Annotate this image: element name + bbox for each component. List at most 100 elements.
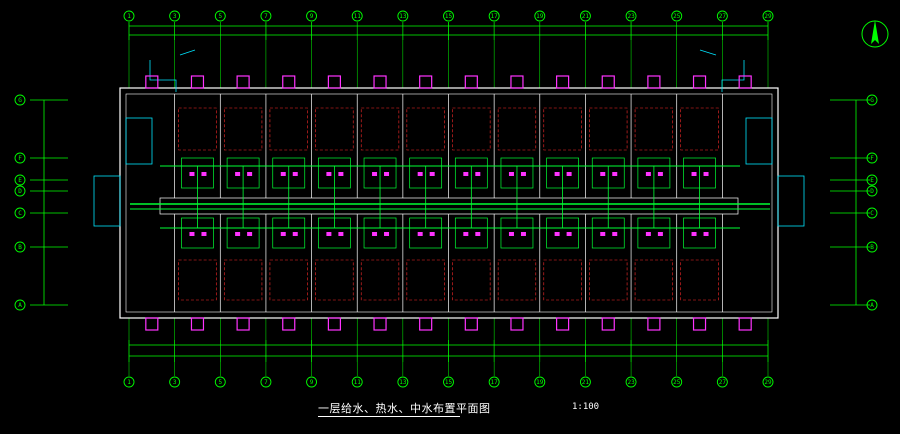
window-fixture [327, 317, 341, 331]
bathroom-block [181, 217, 214, 249]
row-axis-bubble [14, 241, 26, 253]
column-axis-label: 27 [719, 13, 727, 20]
column-axis-bubble [351, 376, 363, 388]
column-axis-label: 15 [445, 13, 453, 20]
column-axis-bubble [169, 376, 181, 388]
window-fixture [647, 75, 661, 89]
sanitary-fixture [292, 232, 298, 236]
row-axis-bubble [866, 299, 878, 311]
exterior-wall [119, 87, 779, 319]
row-axis-bubble [866, 174, 878, 186]
sanitary-fixture [326, 172, 332, 176]
room-outline-red [315, 107, 354, 151]
sanitary-fixture [189, 232, 195, 236]
column-axis-bubble [671, 376, 683, 388]
interior-wall [125, 93, 773, 313]
sanitary-fixture [292, 172, 298, 176]
window-fixture [327, 75, 341, 89]
stair-right [745, 117, 773, 165]
sanitary-fixture [475, 172, 481, 176]
window-fixture [510, 317, 524, 331]
drawing-scale: 1:100 [572, 402, 600, 412]
bathroom-block [637, 217, 671, 249]
column-axis-label: 11 [354, 13, 362, 20]
row-axis-bubble [866, 185, 878, 197]
column-axis-label: 29 [764, 13, 772, 20]
column-axis-label: 21 [582, 379, 590, 386]
column-axis-label: 17 [491, 379, 499, 386]
column-axis-label: 19 [536, 379, 544, 386]
sanitary-fixture [280, 172, 286, 176]
sanitary-fixture [429, 232, 435, 236]
sanitary-fixture [566, 232, 572, 236]
column-axis-bubble [716, 10, 728, 22]
room-outline-red [497, 259, 537, 301]
room-outline-red [406, 107, 445, 151]
window-fixture [601, 75, 615, 89]
sanitary-fixture [645, 172, 651, 176]
room-outline-red [315, 259, 354, 301]
window-fixture [738, 75, 752, 89]
row-axis-label: E [18, 177, 22, 184]
sanitary-fixture [417, 232, 423, 236]
sanitary-fixture [475, 232, 481, 236]
column-axis-label: 1 [127, 13, 131, 20]
axis-grid-lines [128, 22, 769, 376]
column-axis-bubble [214, 376, 226, 388]
pipe-network [130, 49, 770, 249]
sanitary-fixture [520, 172, 526, 176]
row-axis-label: F [870, 155, 874, 162]
sanitary-fixture [417, 172, 423, 176]
window-fixture [601, 317, 615, 331]
row-axis-bubble [14, 174, 26, 186]
room-outline-red [360, 259, 400, 301]
stair-left [125, 117, 153, 165]
bathroom-block [500, 217, 534, 249]
bathroom-block [363, 217, 397, 249]
column-axis-label: 7 [264, 379, 268, 386]
sanitary-fixture [554, 232, 560, 236]
window-fixture [145, 317, 159, 331]
sanitary-fixture [326, 232, 332, 236]
column-axis-label: 9 [310, 13, 314, 20]
column-axis-bubble [716, 376, 728, 388]
sanitary-fixture [566, 172, 572, 176]
window-fixture [282, 75, 296, 89]
entrance-left [93, 175, 121, 227]
row-axis-bubble [866, 152, 878, 164]
bathroom-block [318, 157, 351, 189]
row-axis-label: G [870, 97, 874, 104]
sanitary-fixture [520, 232, 526, 236]
sanitary-fixture [657, 232, 663, 236]
column-axis-bubble [123, 10, 135, 22]
bathroom-block [683, 157, 716, 189]
sanitary-fixtures [145, 75, 752, 331]
row-axis-bubble [866, 241, 878, 253]
column-axis-label: 27 [719, 379, 727, 386]
room-outline-red [452, 259, 491, 301]
bathroom-block [409, 157, 443, 189]
sanitary-fixture [554, 172, 560, 176]
sanitary-fixture [384, 172, 390, 176]
sanitary-fixture [657, 172, 663, 176]
column-axis-bubble [488, 376, 500, 388]
room-outline-red [634, 107, 674, 151]
column-axis-bubble [625, 10, 637, 22]
sanitary-fixture [612, 232, 618, 236]
bathroom-block [272, 217, 306, 249]
window-fixture [236, 317, 250, 331]
row-axis-label: A [870, 302, 874, 309]
sanitary-fixture [703, 172, 709, 176]
window-fixture [464, 317, 478, 331]
column-axis-label: 17 [491, 13, 499, 20]
window-fixture [282, 317, 296, 331]
sanitary-fixture [600, 172, 606, 176]
column-axis-bubble [169, 10, 181, 22]
row-axis-label: A [18, 302, 22, 309]
row-axis-label: E [870, 177, 874, 184]
column-axis-bubble [306, 376, 318, 388]
